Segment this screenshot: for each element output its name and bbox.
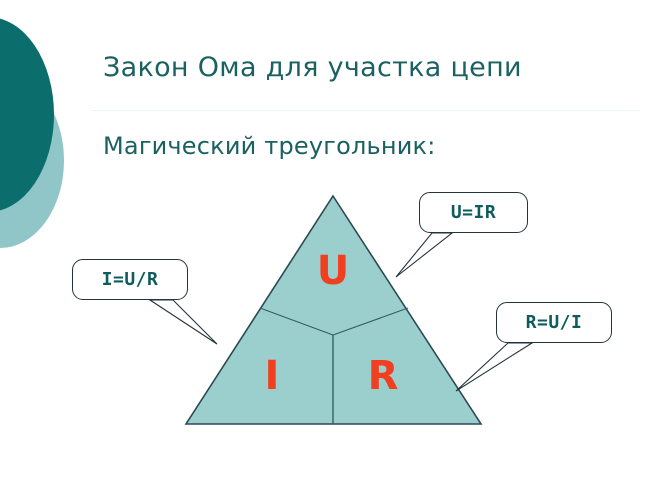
callout-i-equals-u-over-r: I=U/R: [72, 259, 188, 300]
callout-text-u-equals-ir: U=IR: [450, 202, 497, 223]
subtitle: Магический треугольник:: [103, 132, 436, 160]
triangle-letter-u: U: [316, 248, 350, 294]
title-divider: [92, 110, 640, 111]
callout-text-i-equals-u-over-r: I=U/R: [101, 269, 159, 290]
tail-i-equals-u-over-r: [148, 299, 218, 345]
tail-r-equals-u-over-i: [455, 342, 534, 392]
callout-r-equals-u-over-i: R=U/I: [496, 302, 612, 343]
callout-text-r-equals-u-over-i: R=U/I: [525, 312, 583, 333]
divider-upper-right: [332, 307, 409, 336]
tail-u-equals-ir: [395, 232, 454, 278]
page-title: Закон Ома для участка цепи: [103, 52, 522, 83]
triangle-letter-i: I: [264, 353, 280, 399]
divider-upper-left: [259, 307, 334, 336]
triangle-letter-r: R: [367, 353, 399, 399]
callout-u-equals-ir: U=IR: [419, 192, 528, 233]
